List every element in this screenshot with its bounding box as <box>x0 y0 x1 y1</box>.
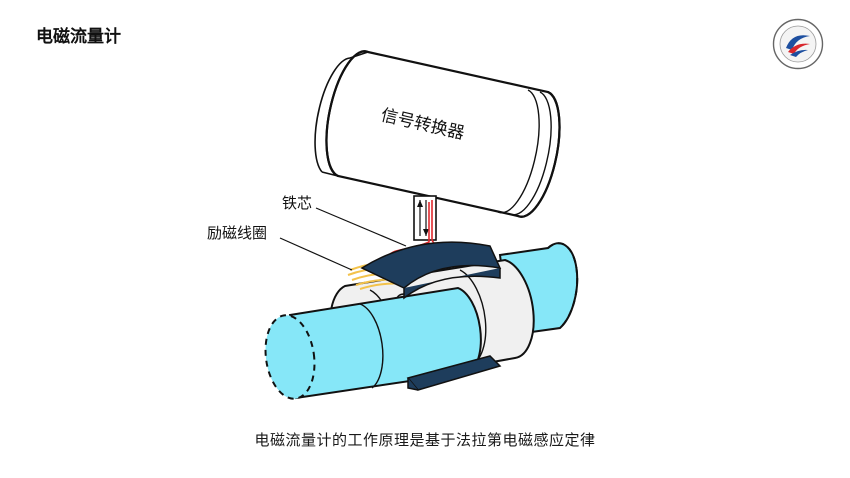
iron-core-leader <box>315 207 407 247</box>
coil-label: 励磁线圈 <box>207 224 267 242</box>
page-title: 电磁流量计 <box>36 27 121 47</box>
signal-converter <box>314 50 561 218</box>
school-seal-logo <box>772 18 824 70</box>
converter-stem <box>413 195 437 241</box>
lower-iron-core <box>406 355 502 391</box>
upper-iron-core <box>360 241 502 300</box>
iron-core-label: 铁芯 <box>282 194 312 212</box>
pipe-front <box>264 286 482 400</box>
caption: 电磁流量计的工作原理是基于法拉第电磁感应定律 <box>254 431 596 449</box>
coil-leader <box>279 237 353 271</box>
